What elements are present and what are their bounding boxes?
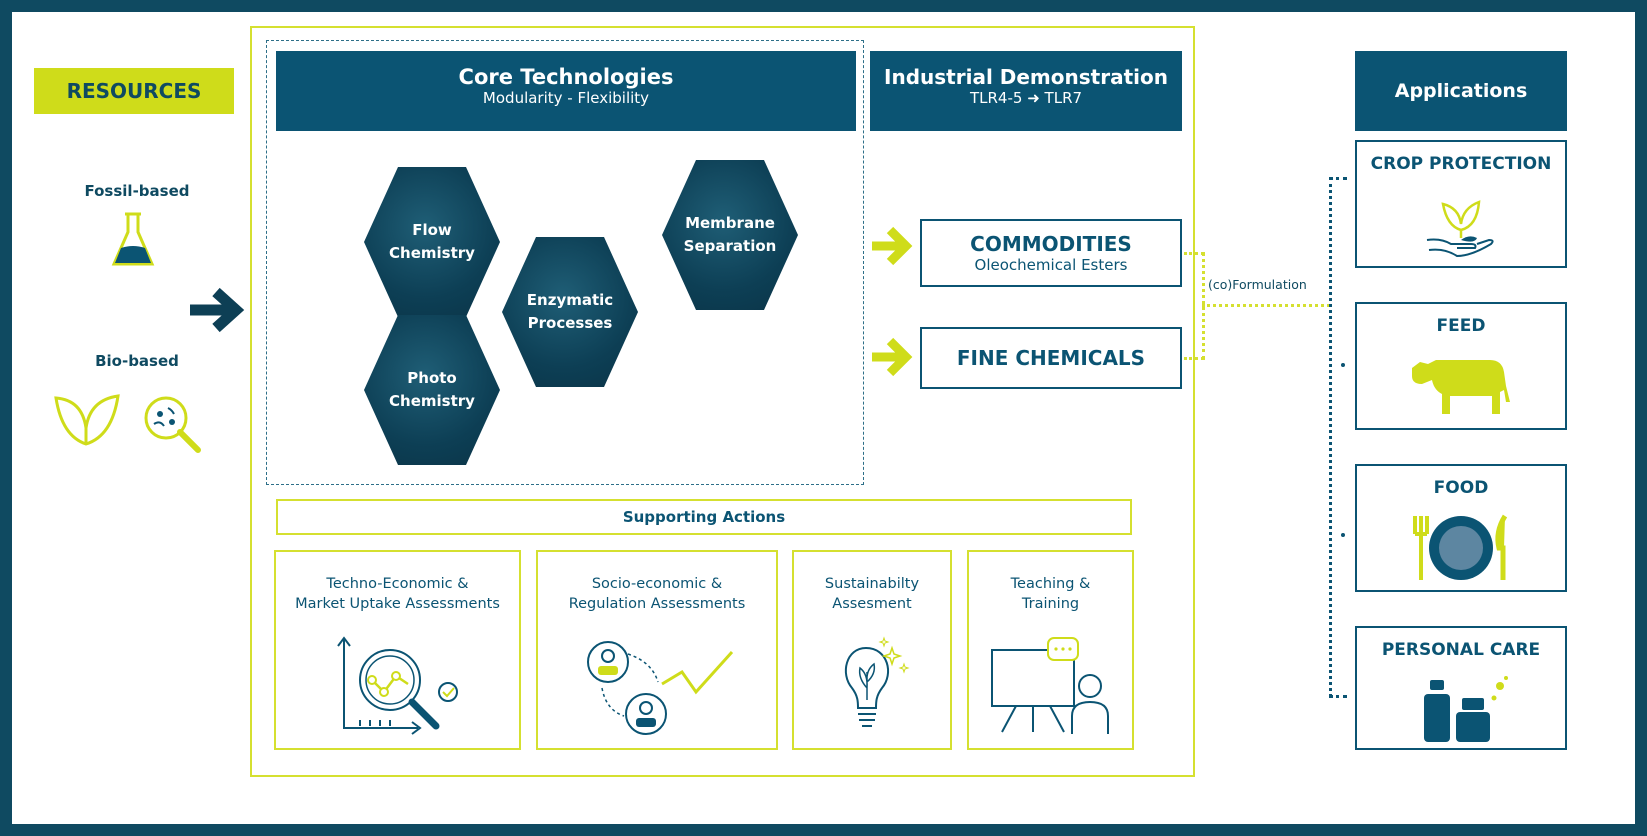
feed-label: FEED <box>1436 316 1486 336</box>
connector-dot-feed <box>1341 363 1345 367</box>
bio-label: Bio-based <box>95 352 179 370</box>
fine-chemicals-box: FINE CHEMICALS <box>920 327 1182 389</box>
support-card-1-text: Techno-Economic & Market Uptake Assessme… <box>295 576 500 613</box>
support-card-sustainability: Sustainabilty Assesment <box>792 550 952 750</box>
commodities-subtitle: Oleochemical Esters <box>974 256 1128 274</box>
application-feed: FEED <box>1355 302 1567 430</box>
hex-membrane-label: Membrane Separation <box>683 213 777 255</box>
flask-icon <box>111 212 155 266</box>
tlr-to: TLR7 <box>1044 89 1083 107</box>
support-card-4-text: Teaching & Training <box>1010 576 1091 613</box>
application-food: FOOD <box>1355 464 1567 592</box>
formulation-label: (co)Formulation <box>1208 277 1307 292</box>
resources-heading: RESOURCES <box>34 68 234 114</box>
applications-header: Applications <box>1355 51 1567 131</box>
hex-enzymatic-label: Enzymatic Processes <box>526 290 614 332</box>
diagram-canvas: RESOURCES Fossil-based Bio-based Core Te… <box>12 12 1635 824</box>
connector-dot-food <box>1341 533 1345 537</box>
arrow-commodities-icon <box>872 226 913 266</box>
leaf-bulb-icon <box>844 636 910 727</box>
support-card-socio-economic: Socio-economic & Regulation Assessments <box>536 550 778 750</box>
food-label: FOOD <box>1433 478 1489 498</box>
hex-membrane-separation: Membrane Separation <box>662 160 798 310</box>
core-title: Core Technologies <box>458 65 674 89</box>
core-technologies-header: Core Technologies Modularity - Flexibili… <box>276 51 856 131</box>
personal-care-label: PERSONAL CARE <box>1381 640 1541 660</box>
hex-flow-label: Flow Chemistry <box>389 220 475 262</box>
magnifier-chart-icon <box>336 636 458 735</box>
connector-personal-care <box>1329 695 1347 698</box>
hex-photo-label: Photo Chemistry <box>389 368 475 410</box>
connector-commodities <box>1184 252 1204 255</box>
cow-icon <box>1412 360 1510 414</box>
resources-title: RESOURCES <box>66 79 202 103</box>
arrow-right-icon <box>190 287 245 333</box>
support-card-techno-economic: Techno-Economic & Market Uptake Assessme… <box>274 550 521 750</box>
industrial-demonstration-header: Industrial Demonstration TLR4-5 ➜ TLR7 <box>870 51 1182 131</box>
application-crop-protection: CROP PROTECTION <box>1355 140 1567 268</box>
microbe-magnifier-icon <box>144 396 201 453</box>
supporting-title: Supporting Actions <box>622 508 786 526</box>
hex-enzymatic-processes: Enzymatic Processes <box>502 237 638 387</box>
people-trend-icon <box>587 641 734 735</box>
supporting-actions-header: Supporting Actions <box>276 499 1132 535</box>
arrow-fine-chemicals-icon <box>872 337 913 377</box>
presentation-icon <box>990 637 1109 734</box>
industrial-subtitle: TLR4-5 ➜ TLR7 <box>870 89 1182 107</box>
support-card-teaching: Teaching & Training <box>967 550 1134 750</box>
fine-chemicals-title: FINE CHEMICALS <box>956 346 1146 370</box>
plant-hand-icon <box>1426 200 1494 258</box>
core-technologies-group <box>266 40 864 485</box>
support-card-3-text: Sustainabilty Assesment <box>824 576 920 613</box>
connector-formulation-line <box>1202 304 1330 307</box>
core-subtitle: Modularity - Flexibility <box>482 89 650 107</box>
tlr-from: TLR4-5 <box>969 89 1023 107</box>
bottles-icon <box>1424 676 1508 742</box>
leaf-icon <box>54 394 120 446</box>
application-personal-care: PERSONAL CARE <box>1355 626 1567 750</box>
main-frame <box>250 26 1195 777</box>
connector-crop <box>1329 177 1347 180</box>
applications-title: Applications <box>1394 80 1528 102</box>
commodities-title: COMMODITIES <box>970 232 1132 256</box>
connector-fine-chemicals <box>1184 357 1204 360</box>
connector-vertical-navy <box>1329 177 1332 697</box>
crop-protection-label: CROP PROTECTION <box>1370 154 1552 174</box>
plate-cutlery-icon <box>1413 514 1508 580</box>
industrial-title: Industrial Demonstration <box>884 65 1168 89</box>
arrow-right-small-icon: ➜ <box>1027 89 1040 107</box>
support-card-2-text: Socio-economic & Regulation Assessments <box>568 576 746 613</box>
fossil-label: Fossil-based <box>84 182 190 200</box>
commodities-box: COMMODITIES Oleochemical Esters <box>920 219 1182 287</box>
